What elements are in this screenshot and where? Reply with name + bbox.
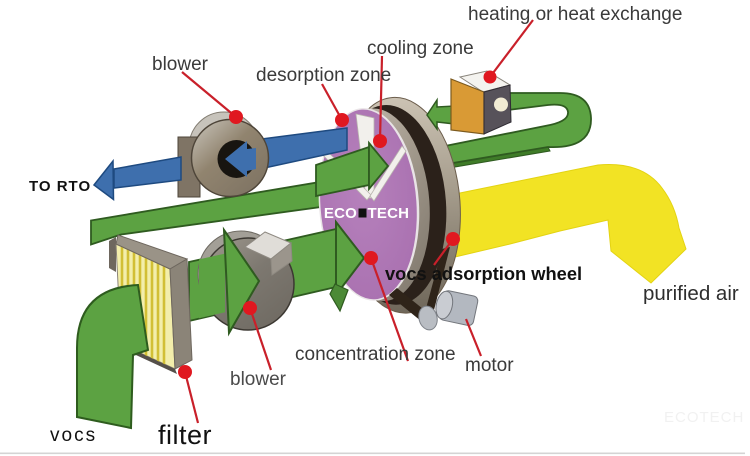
svg-text:ECO: ECO — [324, 205, 357, 222]
svg-text:TECH: TECH — [368, 205, 410, 222]
svg-text:ECOTECH: ECOTECH — [664, 409, 744, 426]
